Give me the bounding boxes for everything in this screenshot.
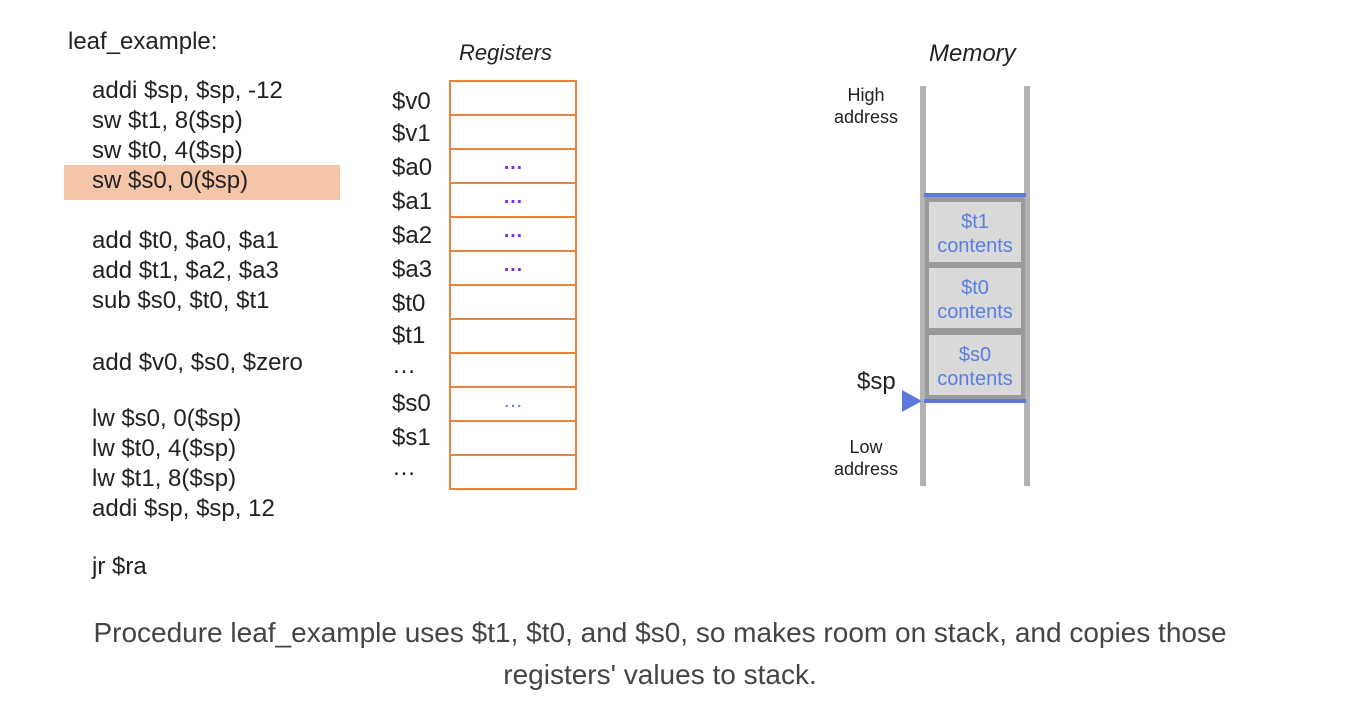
code-line: lw $t0, 4($sp) (92, 435, 237, 462)
register-name: … (392, 454, 416, 481)
register-cell (449, 284, 577, 320)
code-line: addi $sp, $sp, 12 (92, 495, 275, 522)
register-name: $a1 (392, 188, 433, 215)
code-line-highlighted: sw $s0, 0($sp) (92, 167, 249, 194)
registers-title: Registers (459, 40, 552, 65)
register-name: … (392, 352, 416, 379)
stack-top-line (924, 193, 1026, 197)
code-line: sub $s0, $t0, $t1 (92, 287, 270, 314)
current-instruction-highlight (64, 165, 340, 200)
register-cell: … (449, 250, 577, 286)
code-line: add $v0, $s0, $zero (92, 349, 303, 376)
low-address-label: Low address (833, 437, 899, 479)
register-cell (449, 352, 577, 388)
register-name: $a3 (392, 256, 433, 283)
stack-slot-t0: $t0 contents (929, 268, 1021, 328)
memory-right-rail (1024, 86, 1030, 486)
register-name: $t0 (392, 290, 426, 317)
code-line: jr $ra (92, 553, 147, 580)
code-line: lw $s0, 0($sp) (92, 405, 242, 432)
stack-slot-s0: $s0 contents (929, 335, 1021, 395)
code-line: add $t0, $a0, $a1 (92, 227, 279, 254)
code-line: add $t1, $a2, $a3 (92, 257, 279, 284)
register-name: $a0 (392, 154, 433, 181)
memory-title: Memory (929, 40, 1016, 67)
register-name: $s1 (392, 424, 431, 451)
register-cell (449, 114, 577, 150)
memory-left-rail (920, 86, 926, 486)
register-name: $a2 (392, 222, 433, 249)
register-name: $s0 (392, 390, 431, 417)
register-cell (449, 420, 577, 456)
register-cell: … (449, 386, 577, 422)
register-cell (449, 318, 577, 354)
stack-slot-t1: $t1 contents (929, 202, 1021, 262)
register-name: $v0 (392, 88, 431, 115)
register-cell (449, 454, 577, 490)
stack-pointer-label: $sp (857, 368, 896, 395)
high-address-label: High address (833, 85, 899, 127)
register-cell: … (449, 216, 577, 252)
stack-pointer-line (924, 399, 1026, 403)
register-name: $t1 (392, 322, 426, 349)
register-cell (449, 80, 577, 116)
code-line: addi $sp, $sp, -12 (92, 77, 283, 104)
register-name: $v1 (392, 120, 431, 147)
register-cell: … (449, 148, 577, 184)
code-line: lw $t1, 8($sp) (92, 465, 237, 492)
code-line: sw $t0, 4($sp) (92, 137, 243, 164)
code-line: sw $t1, 8($sp) (92, 107, 243, 134)
caption-line: registers' values to stack. (503, 659, 817, 690)
stack-pointer-arrow-icon (902, 390, 922, 412)
register-cell: … (449, 182, 577, 218)
caption-line: Procedure leaf_example uses $t1, $t0, an… (93, 617, 1227, 648)
caption: Procedure leaf_example uses $t1, $t0, an… (60, 612, 1260, 696)
code-title: leaf_example: (68, 28, 218, 55)
